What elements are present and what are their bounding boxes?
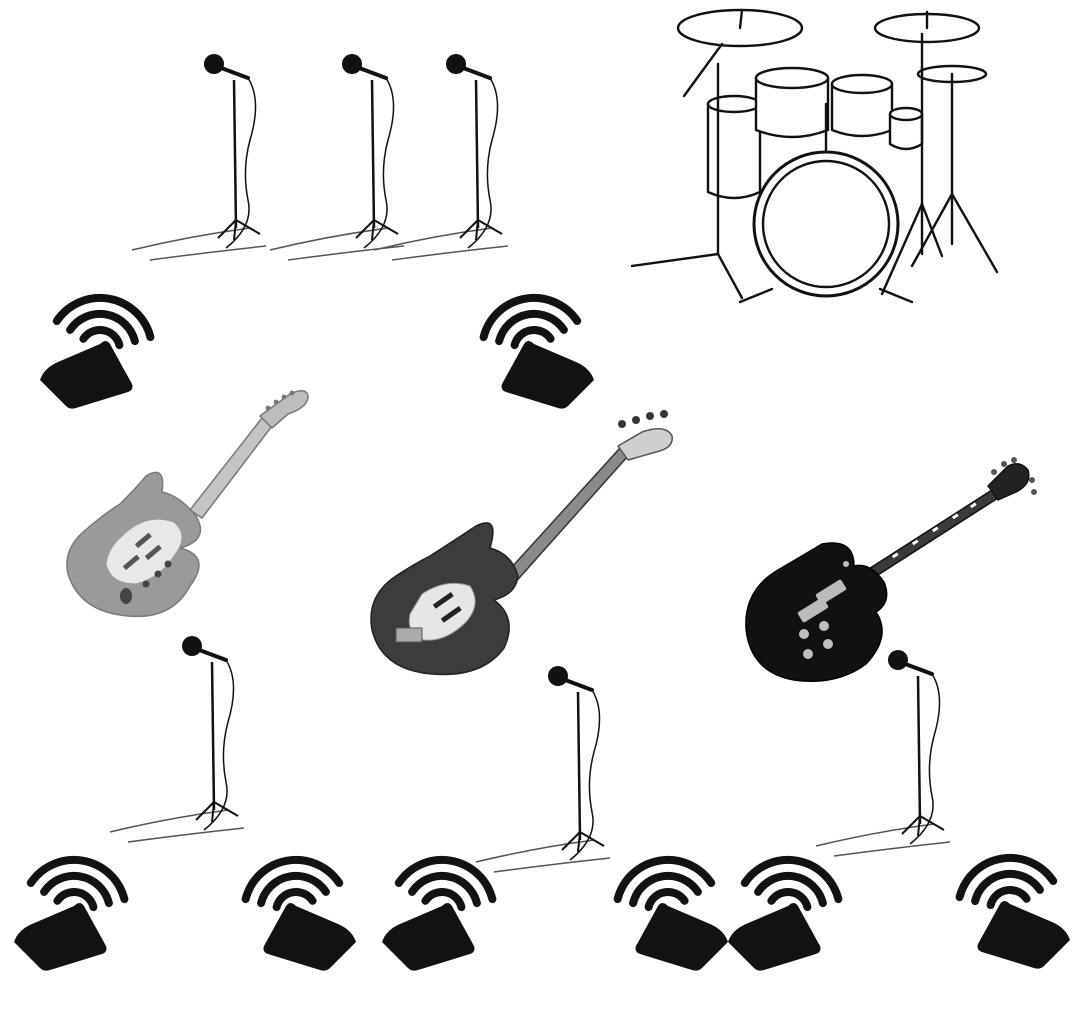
- speaker-volume-icon: [10, 850, 130, 974]
- speaker-volume-icon: [240, 850, 360, 974]
- microphone-stand-icon: [130, 50, 270, 265]
- microphone-stand-icon: [814, 646, 954, 861]
- microphone-stand-icon: [474, 662, 614, 877]
- bass-guitar-icon: [366, 408, 678, 686]
- speaker-volume-icon: [724, 850, 844, 974]
- drum-kit-icon: [622, 4, 1012, 309]
- speaker-volume-icon: [378, 850, 498, 974]
- speaker-volume-icon: [612, 850, 732, 974]
- speaker-volume-icon: [954, 848, 1074, 972]
- microphone-stand-icon: [372, 50, 512, 265]
- microphone-stand-icon: [108, 632, 248, 847]
- electric-guitar-stratocaster-icon: [62, 388, 314, 626]
- speaker-volume-icon: [478, 288, 598, 412]
